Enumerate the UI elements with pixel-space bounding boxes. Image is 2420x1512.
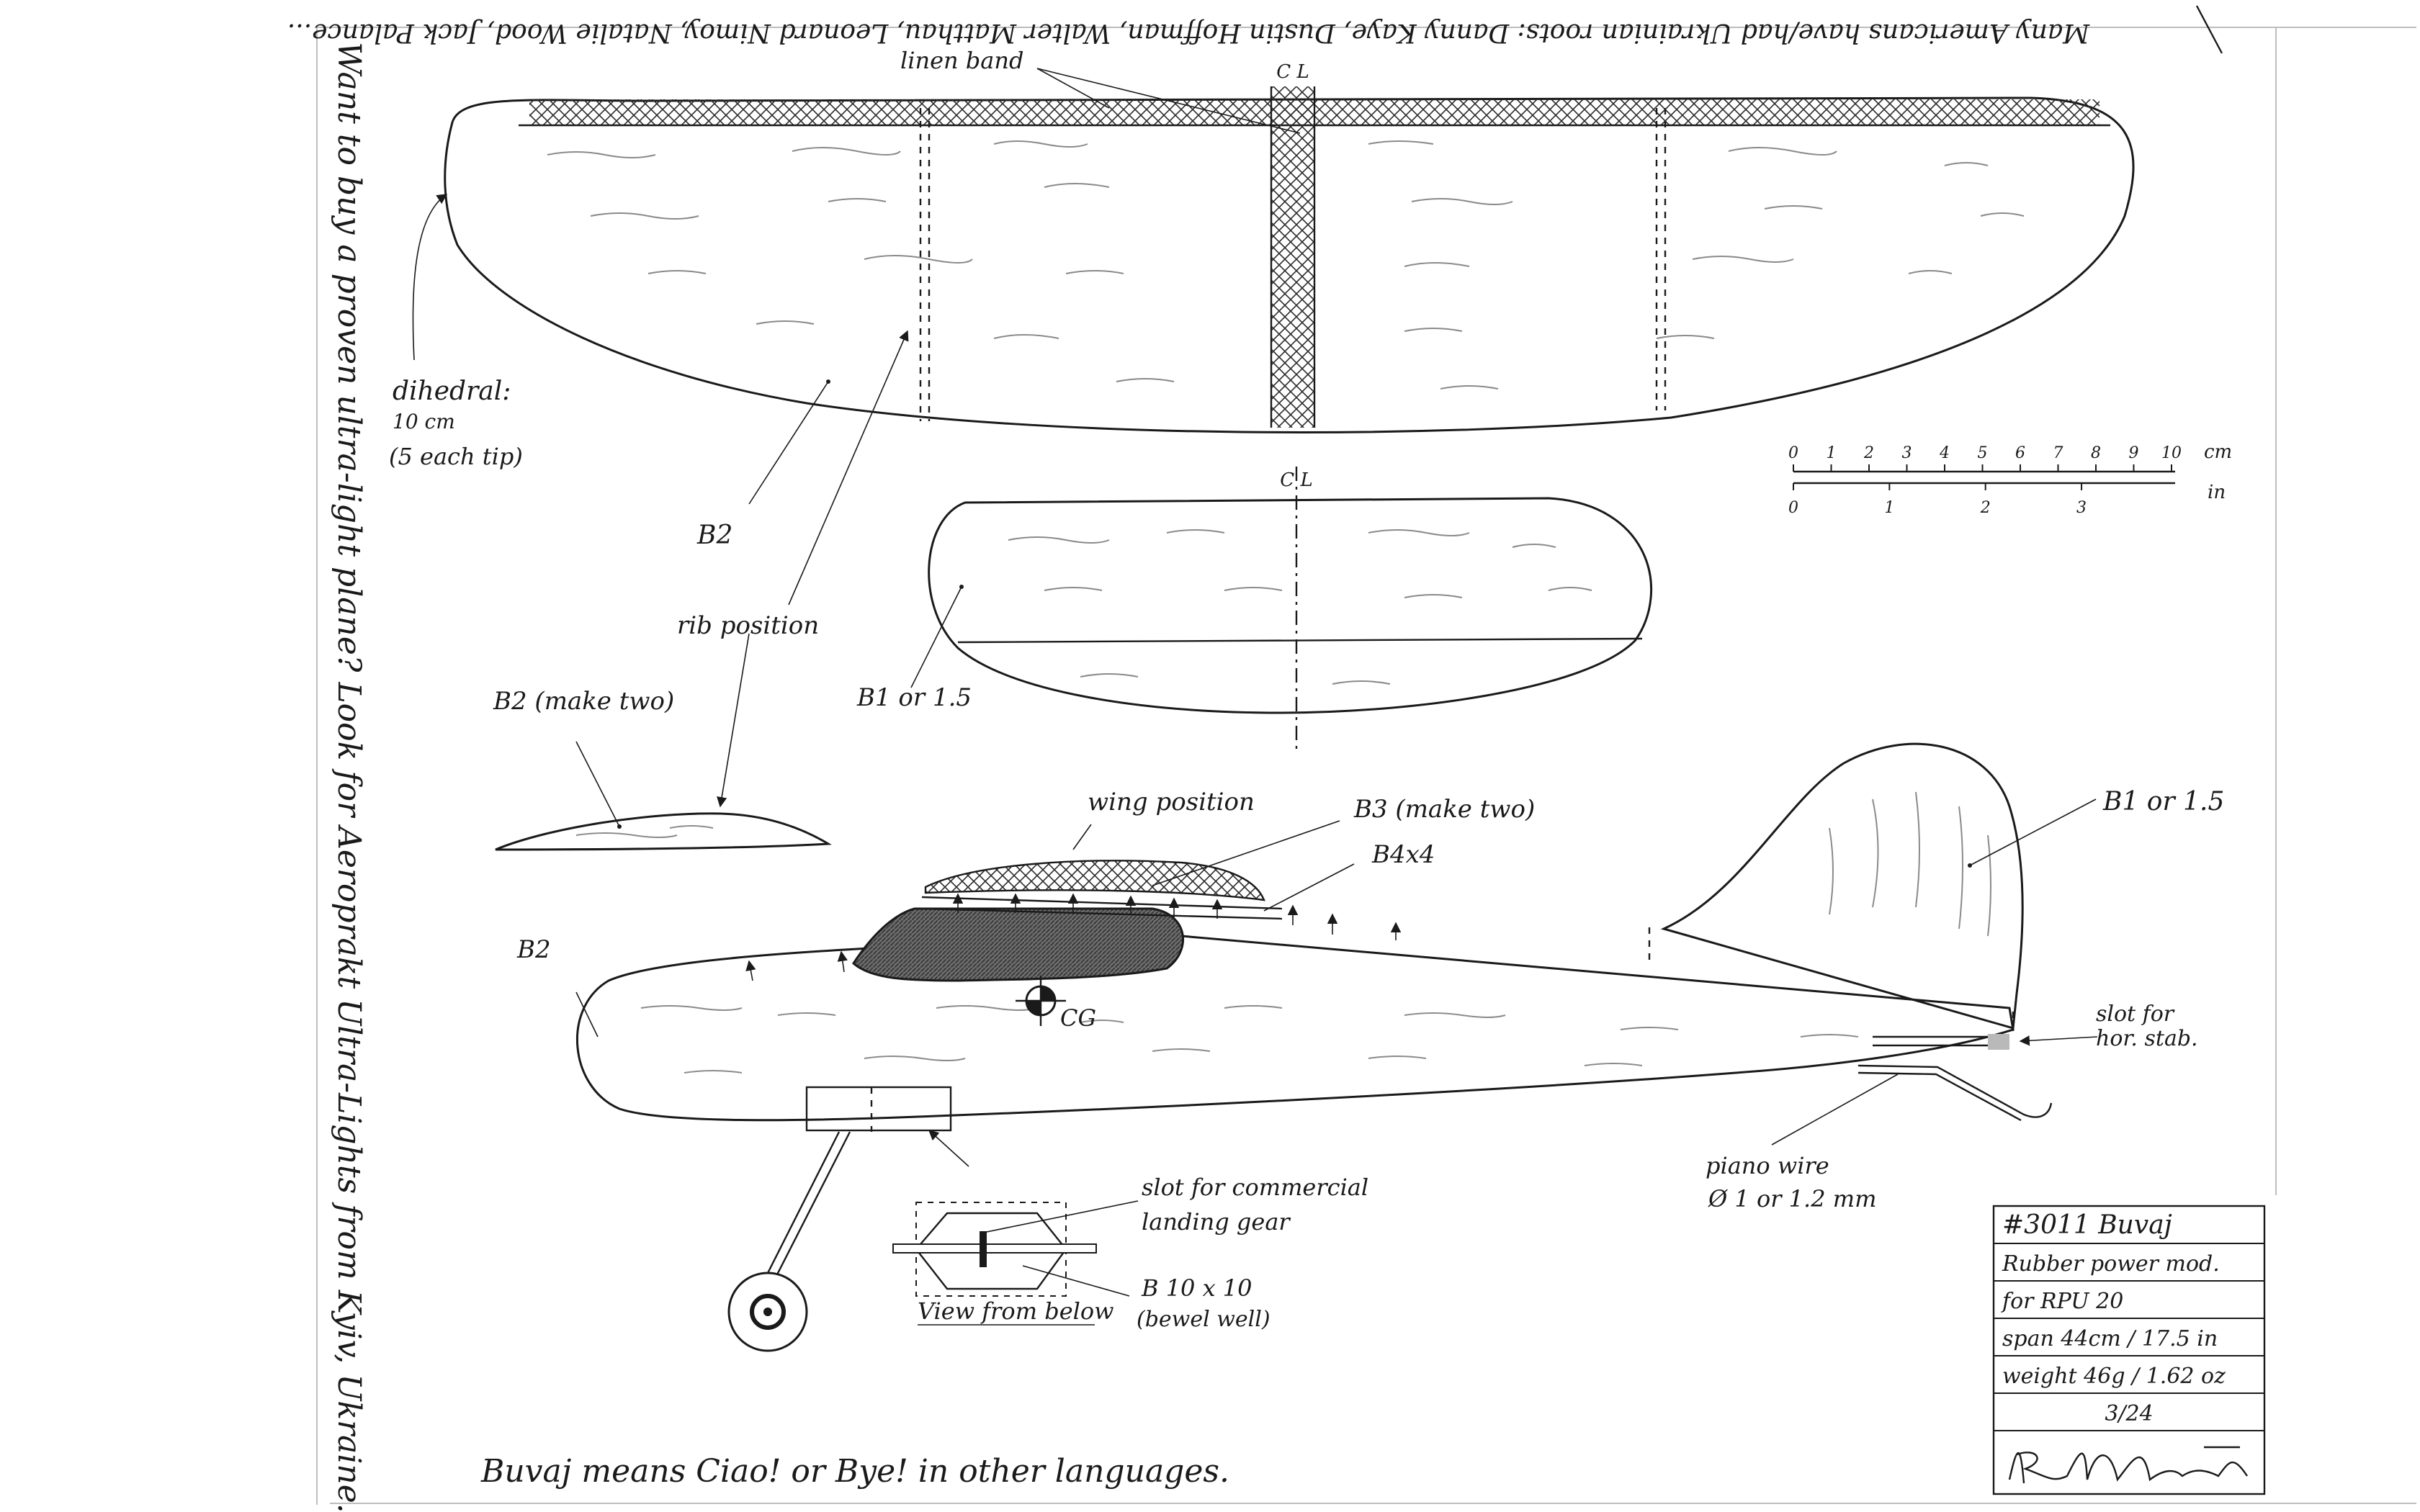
scale-cm-tick-label: 9: [2129, 444, 2139, 462]
title-block-row: weight 46g / 1.62 oz: [2002, 1364, 2226, 1389]
scale-cm-tick-label: 3: [1902, 444, 1912, 462]
piano-wire-label-1: piano wire: [1706, 1152, 1829, 1179]
rib-position-label: rib position: [677, 611, 819, 640]
dihedral-value: 10 cm: [393, 410, 455, 433]
scale-cm-tick-label: 8: [2091, 444, 2101, 462]
stab-grain: [1008, 529, 1592, 685]
scale-cm-tick-label: 5: [1978, 444, 1988, 462]
cg-label: CG: [1060, 1004, 1096, 1032]
fuselage-material-label: B2: [516, 935, 551, 964]
drawing-frame: [316, 27, 2416, 1505]
wing-position-label: wing position: [1088, 788, 1255, 816]
b4-label: B4x4: [1371, 840, 1435, 869]
fuselage-side-view: CG View from: [516, 742, 2224, 1352]
piano-wire-label-2: Ø 1 or 1.2 mm: [1708, 1185, 1876, 1212]
scale-bar: 0 1 2 3 4 5 6 7 8 9 10 0 1 2 3 cm in: [1788, 441, 2232, 517]
stringer-arrows: [745, 893, 1402, 981]
scale-cm-tick-label: 6: [2015, 444, 2025, 462]
scale-in-unit: in: [2208, 482, 2226, 503]
slot-gear-label-2: landing gear: [1142, 1208, 1291, 1236]
slot-stab-label-1: slot for: [2096, 1002, 2175, 1027]
title-block-row: Rubber power mod.: [2002, 1251, 2220, 1277]
wing-center-band: [1271, 86, 1314, 428]
title-block-row: for RPU 20: [2001, 1289, 2123, 1314]
wing-material-label: B2: [696, 521, 732, 550]
header-corner-mark: [2195, 5, 2223, 54]
rib-lines: [919, 108, 1667, 421]
footer-note: Buvaj means Ciao! or Bye! in other langu…: [480, 1453, 1229, 1490]
signature: [2008, 1446, 2248, 1484]
scale-cm-ticks: 0 1 2 3 4 5 6 7 8 9 10: [1788, 444, 2182, 472]
cg-marker: CG: [1016, 976, 1096, 1032]
view-from-below-label: View from below: [918, 1297, 1114, 1325]
rib-profile: B2 (make two): [493, 687, 832, 851]
scale-cm-tick-label: 4: [1939, 444, 1950, 462]
linen-band-label: linen band: [900, 47, 1023, 74]
slot-stab-label-2: hor. stab.: [2096, 1026, 2198, 1051]
scale-cm-unit: cm: [2204, 441, 2232, 463]
tail-skid-wire: [1857, 1064, 2053, 1122]
view-from-below: View from below: [892, 1130, 1114, 1326]
dihedral-title: dihedral:: [393, 377, 511, 406]
side-note: Want to buy a proven ultra-light plane? …: [331, 42, 367, 1512]
scale-in-tick-label: 1: [1884, 499, 1894, 517]
b3-label: B3 (make two): [1353, 795, 1535, 824]
title-block-row: 3/24: [2105, 1401, 2153, 1426]
scale-cm-tick-label: 0: [1788, 444, 1798, 462]
stab-material-label: B1 or 1.5: [856, 683, 972, 712]
title-block-row: span 44cm / 17.5 in: [2002, 1326, 2218, 1351]
scale-in-tick-label: 2: [1980, 499, 1991, 517]
scale-in-tick-label: 3: [2076, 499, 2087, 517]
landing-gear: [727, 1086, 952, 1352]
stab-slot: [1873, 1012, 2015, 1050]
fuselage-grain: [640, 1005, 1859, 1074]
stab-centerline-label: C L: [1280, 469, 1312, 491]
side-note-text: Want to buy a proven ultra-light plane? …: [331, 42, 367, 1512]
wing-centerline-label: C L: [1276, 61, 1309, 83]
scale-cm-tick-label: 10: [2161, 444, 2182, 462]
header-note-text: Many Americans have/had Ukrainian roots:…: [287, 18, 2090, 48]
scale-cm-tick-label: 2: [1863, 444, 1874, 462]
block-label-1: B 10 x 10: [1141, 1274, 1252, 1302]
slot-gear-label-1: slot for commercial: [1142, 1174, 1368, 1201]
block-label-2: (bewel well): [1137, 1307, 1270, 1332]
header-note: Many Americans have/had Ukrainian roots:…: [287, 18, 2090, 48]
scale-in-tick-label: 0: [1788, 499, 1798, 517]
fin-grain: [1829, 791, 1991, 937]
main-wing: C L linen band dihedral: 10 cm (5 each t…: [389, 47, 2135, 808]
dihedral-annotation: dihedral: 10 cm (5 each tip): [389, 194, 523, 470]
scale-cm-tick-label: 7: [2053, 444, 2063, 462]
scale-cm-tick-label: 1: [1827, 444, 1837, 462]
rib-profile-label: B2 (make two): [493, 687, 674, 716]
scale-in-ticks: 0 1 2 3: [1788, 483, 2087, 517]
title-block-row: #3011 Buvaj: [2002, 1210, 2172, 1240]
fin-material-label: B1 or 1.5: [2102, 787, 2224, 816]
canopy: [852, 907, 1185, 982]
wing-grain: [547, 140, 2025, 390]
stabilizer: C L B1 or 1.5: [856, 467, 1652, 752]
dihedral-detail: (5 each tip): [389, 443, 523, 470]
wing-position-profile: [924, 860, 1265, 901]
